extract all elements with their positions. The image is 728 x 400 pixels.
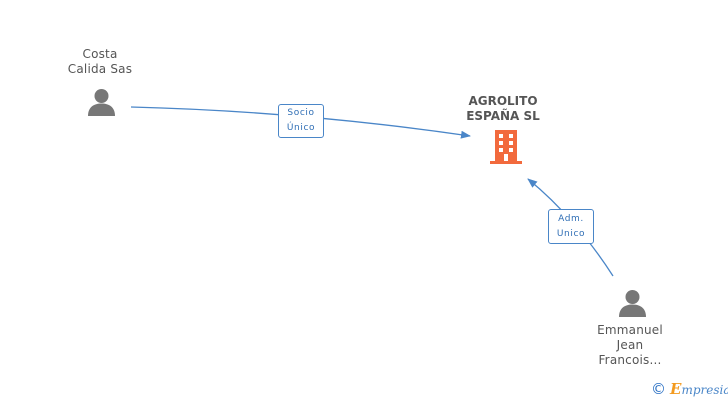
empresia-logo[interactable]: © Empresia bbox=[651, 379, 728, 399]
company-label-line: ESPAÑA SL bbox=[466, 109, 540, 123]
company-node-label: AGROLITO ESPAÑA SL bbox=[448, 94, 558, 124]
edge-label-line: Único bbox=[286, 123, 316, 133]
brand-rest: mpresia bbox=[681, 383, 728, 397]
person-icon[interactable] bbox=[618, 289, 647, 318]
edge-label-line: Adm. bbox=[558, 214, 584, 224]
person-icon[interactable] bbox=[87, 88, 116, 117]
company-label-line: AGROLITO bbox=[468, 94, 538, 108]
person-label-line: Emmanuel bbox=[597, 323, 663, 337]
edge-label-adm-unico[interactable]: Adm. Unico bbox=[548, 209, 594, 244]
brand-initial: E bbox=[670, 380, 682, 398]
person-node-label: Emmanuel Jean Francois... bbox=[588, 323, 672, 368]
edge-label-socio-unico[interactable]: Socio Único bbox=[278, 104, 324, 138]
edge-label-line: Socio bbox=[287, 108, 315, 118]
copyright-icon: © bbox=[651, 379, 666, 398]
person-label-line: Costa bbox=[82, 47, 118, 61]
person-label-line: Francois... bbox=[598, 353, 662, 367]
building-icon[interactable] bbox=[490, 130, 522, 164]
person-label-line: Jean bbox=[616, 338, 644, 352]
person-label-line: Calida Sas bbox=[67, 62, 133, 76]
person-node-label: Costa Calida Sas bbox=[58, 47, 142, 77]
brand-name: Empresia bbox=[670, 380, 728, 398]
edge-label-line: Unico bbox=[556, 229, 586, 239]
